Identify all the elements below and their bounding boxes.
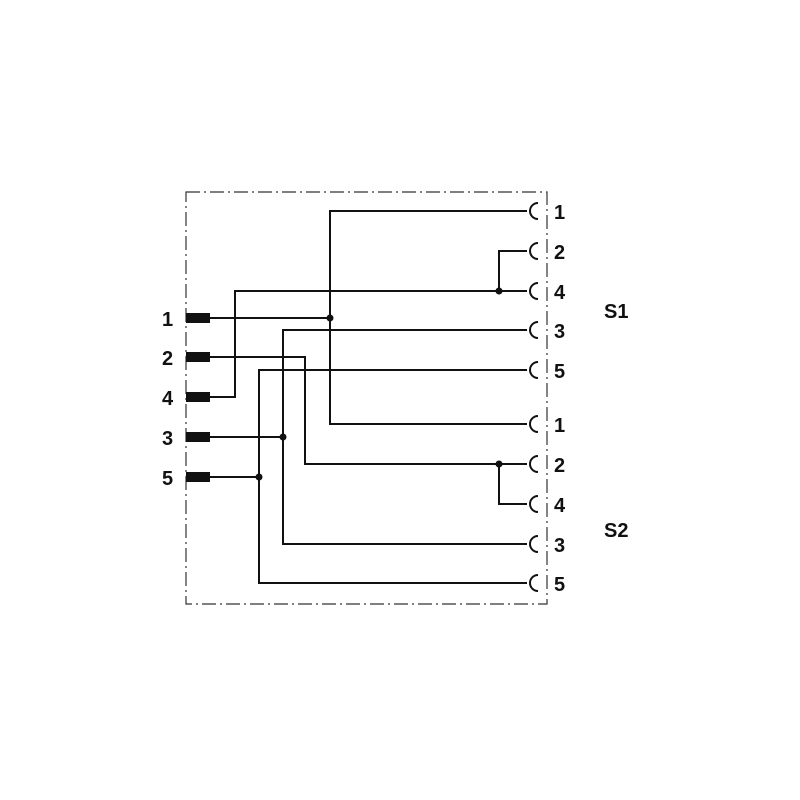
- input-pin-label: 4: [162, 388, 174, 410]
- s1-sockets: 1 2 4 3 5: [529, 202, 566, 383]
- junction-dot: [279, 433, 287, 441]
- socket-icon: [529, 282, 539, 300]
- wires: [208, 210, 527, 584]
- wire-s1-bridge-2-4: [498, 250, 527, 291]
- input-pin-label: 1: [162, 309, 173, 331]
- socket-icon: [529, 361, 539, 379]
- s2-socket-label: 3: [554, 535, 565, 557]
- s2-sockets: 1 2 4 3 5: [529, 415, 566, 596]
- junction-dot: [326, 314, 334, 322]
- socket-icon: [529, 495, 539, 513]
- wire-pin2-s2-2: [208, 356, 527, 465]
- wire-s1-5: [258, 369, 527, 477]
- wire-s1-3: [282, 329, 527, 437]
- socket-icon: [529, 202, 539, 220]
- s2-socket-label: 4: [554, 495, 566, 517]
- input-pin-3: [186, 432, 210, 442]
- input-pin-4: [186, 392, 210, 402]
- junction-dot: [255, 473, 263, 481]
- wire-s2-bridge-2-4: [498, 464, 527, 505]
- s1-socket-label: 1: [554, 202, 565, 224]
- socket-icon: [529, 321, 539, 339]
- s1-socket-label: 2: [554, 242, 565, 264]
- junction-dot: [495, 287, 503, 295]
- socket-icon: [529, 535, 539, 553]
- input-pin-label: 5: [162, 468, 173, 490]
- input-pin-1: [186, 313, 210, 323]
- input-pin-2: [186, 352, 210, 362]
- wire-pin4-s1-4: [208, 290, 527, 398]
- input-pins: 1 2 4 3 5: [162, 309, 210, 490]
- input-pin-label: 3: [162, 428, 173, 450]
- s2-socket-label: 5: [554, 574, 565, 596]
- socket-icon: [529, 242, 539, 260]
- group-label-s2: S2: [604, 520, 628, 542]
- s1-socket-label: 3: [554, 321, 565, 343]
- wire-s2-1: [329, 318, 527, 425]
- group-label-s1: S1: [604, 301, 628, 323]
- s1-socket-label: 5: [554, 361, 565, 383]
- socket-icon: [529, 455, 539, 473]
- junctions: [255, 287, 503, 481]
- s2-socket-label: 1: [554, 415, 565, 437]
- input-pin-5: [186, 472, 210, 482]
- housing-outline: [185, 191, 548, 605]
- wire-s1-1: [329, 210, 527, 318]
- input-pin-label: 2: [162, 348, 173, 370]
- s2-socket-label: 2: [554, 455, 565, 477]
- socket-icon: [529, 574, 539, 592]
- s1-socket-label: 4: [554, 282, 566, 304]
- socket-icon: [529, 415, 539, 433]
- wire-s2-3: [282, 437, 527, 545]
- wire-s2-5: [258, 477, 527, 584]
- junction-dot: [495, 460, 503, 468]
